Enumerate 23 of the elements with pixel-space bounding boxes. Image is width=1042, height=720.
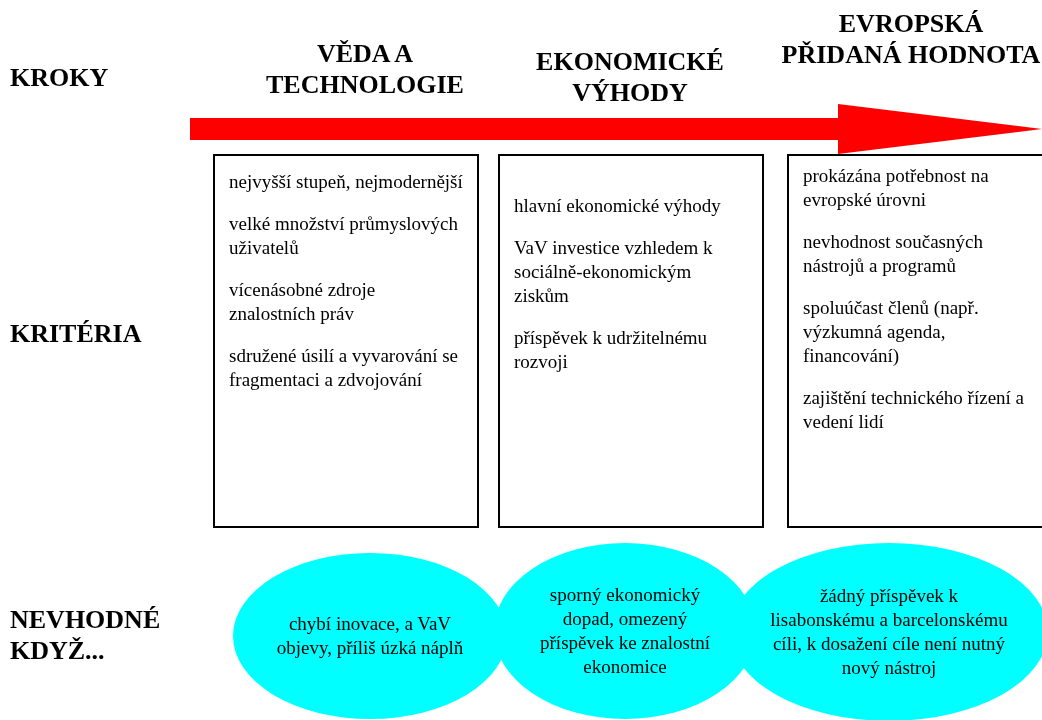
column-heading: EVROPSKÁ PŘIDANÁ HODNOTA [780, 8, 1042, 70]
criterion-text: velké množství průmyslových uživatelů [229, 212, 460, 260]
condition-text: žádný příspěvek k lisabonskému a barcelonskému cíli, k dosažení cíle není nutný nový nástroj [769, 584, 1009, 680]
row-heading: KRITÉRIA [10, 318, 143, 349]
column-heading: VĚDA A TECHNOLOGIE [265, 38, 465, 100]
row-heading: NEVHODNÉ KDYŽ... [10, 604, 162, 666]
criterion-text: příspěvek k udržitelnému rozvoji [514, 326, 709, 374]
criterion-text: nejvyšší stupeň, nejmodernější [229, 170, 463, 194]
criterion-text: spoluúčast členů (např. výzkumná agenda, financování) [803, 296, 980, 368]
criterion-text: VaV investice vzhledem k sociálně-ekonomickým ziskům [514, 236, 714, 308]
column-heading: EKONOMICKÉ VÝHODY [535, 46, 725, 108]
criterion-text: nevhodnost současných nástrojů a programů [803, 230, 984, 278]
criteria-box [498, 154, 764, 528]
row-heading: KROKY [10, 62, 110, 93]
condition-text: chybí inovace, a VaV objevy, příliš úzká náplň [275, 612, 465, 660]
criteria-box [213, 154, 479, 528]
criterion-text: sdružené úsilí a vyvarování se fragmentaci a zdvojování [229, 344, 459, 392]
criterion-text: prokázána potřebnost na evropské úrovni [803, 164, 990, 212]
condition-text: sporný ekonomický dopad, omezený příspěvek ke znalostní ekonomice [539, 583, 711, 679]
criterion-text: hlavní ekonomické výhody [514, 194, 722, 218]
criterion-text: vícenásobné zdroje znalostních práv [229, 278, 377, 326]
criteria-box [787, 154, 1042, 528]
criterion-text: zajištění technického řízení a vedení lidí [803, 386, 1026, 434]
